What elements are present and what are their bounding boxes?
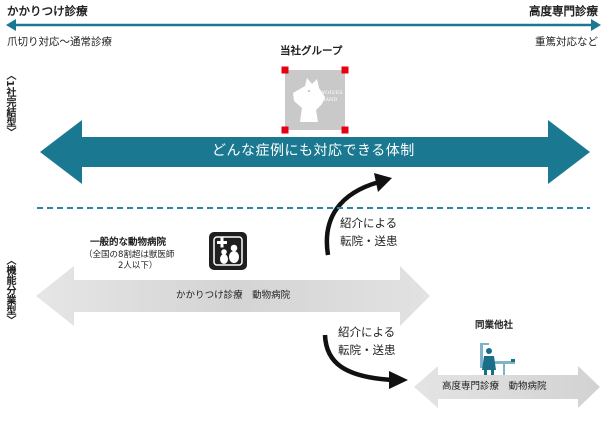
main-arrow-label: どんな症例にも対応できる体制: [212, 143, 415, 159]
general-hospital-note-line1: （全国の8割超は獣医師: [84, 250, 175, 260]
peer-company-title: 同業他社: [475, 320, 514, 331]
lower-referral-line1: 紹介による: [338, 325, 396, 339]
main-double-arrow: [40, 120, 590, 184]
wolves-hand-logo: [281, 66, 349, 134]
upper-referral-line2: 転院・送患: [340, 234, 398, 248]
upper-referral-line1: 紹介による: [340, 216, 398, 230]
upper-curved-arrow: [324, 173, 392, 256]
specialty-hospital-arrow: [414, 366, 600, 408]
general-hospital-arrow: [36, 266, 430, 326]
veterinarian-icon: [480, 343, 515, 375]
scale-left-subtitle: 爪切り対応～通常診療: [7, 36, 112, 48]
general-hospital-note-line2: 2人以下）: [118, 261, 158, 271]
scale-right-subtitle: 重篤対応など: [535, 36, 598, 48]
logo-text-hand: HAND: [321, 97, 338, 103]
general-hospital-title: 一般的な動物病院: [90, 237, 167, 248]
general-hospital-arrow-label: かかりつけ診療 動物病院: [176, 290, 291, 301]
functional-model-label: 〈機能分業型〉: [4, 255, 15, 325]
lower-referral-line2: 転院・送患: [338, 343, 396, 357]
our-group-label: 当社グループ: [280, 45, 343, 57]
scale-arrow: [6, 19, 601, 31]
specialty-hospital-arrow-label: 高度専門診療 動物病院: [442, 381, 547, 392]
clinic-icon: [209, 232, 247, 270]
integrated-model-label: 〈1社完結型〉: [4, 70, 15, 137]
lower-curved-arrow: [322, 334, 408, 389]
scale-left-title: かかりつけ診療: [7, 4, 88, 18]
scale-right-title: 高度専門診療: [529, 4, 598, 18]
logo-text-wolves: WOLVES: [320, 90, 343, 96]
